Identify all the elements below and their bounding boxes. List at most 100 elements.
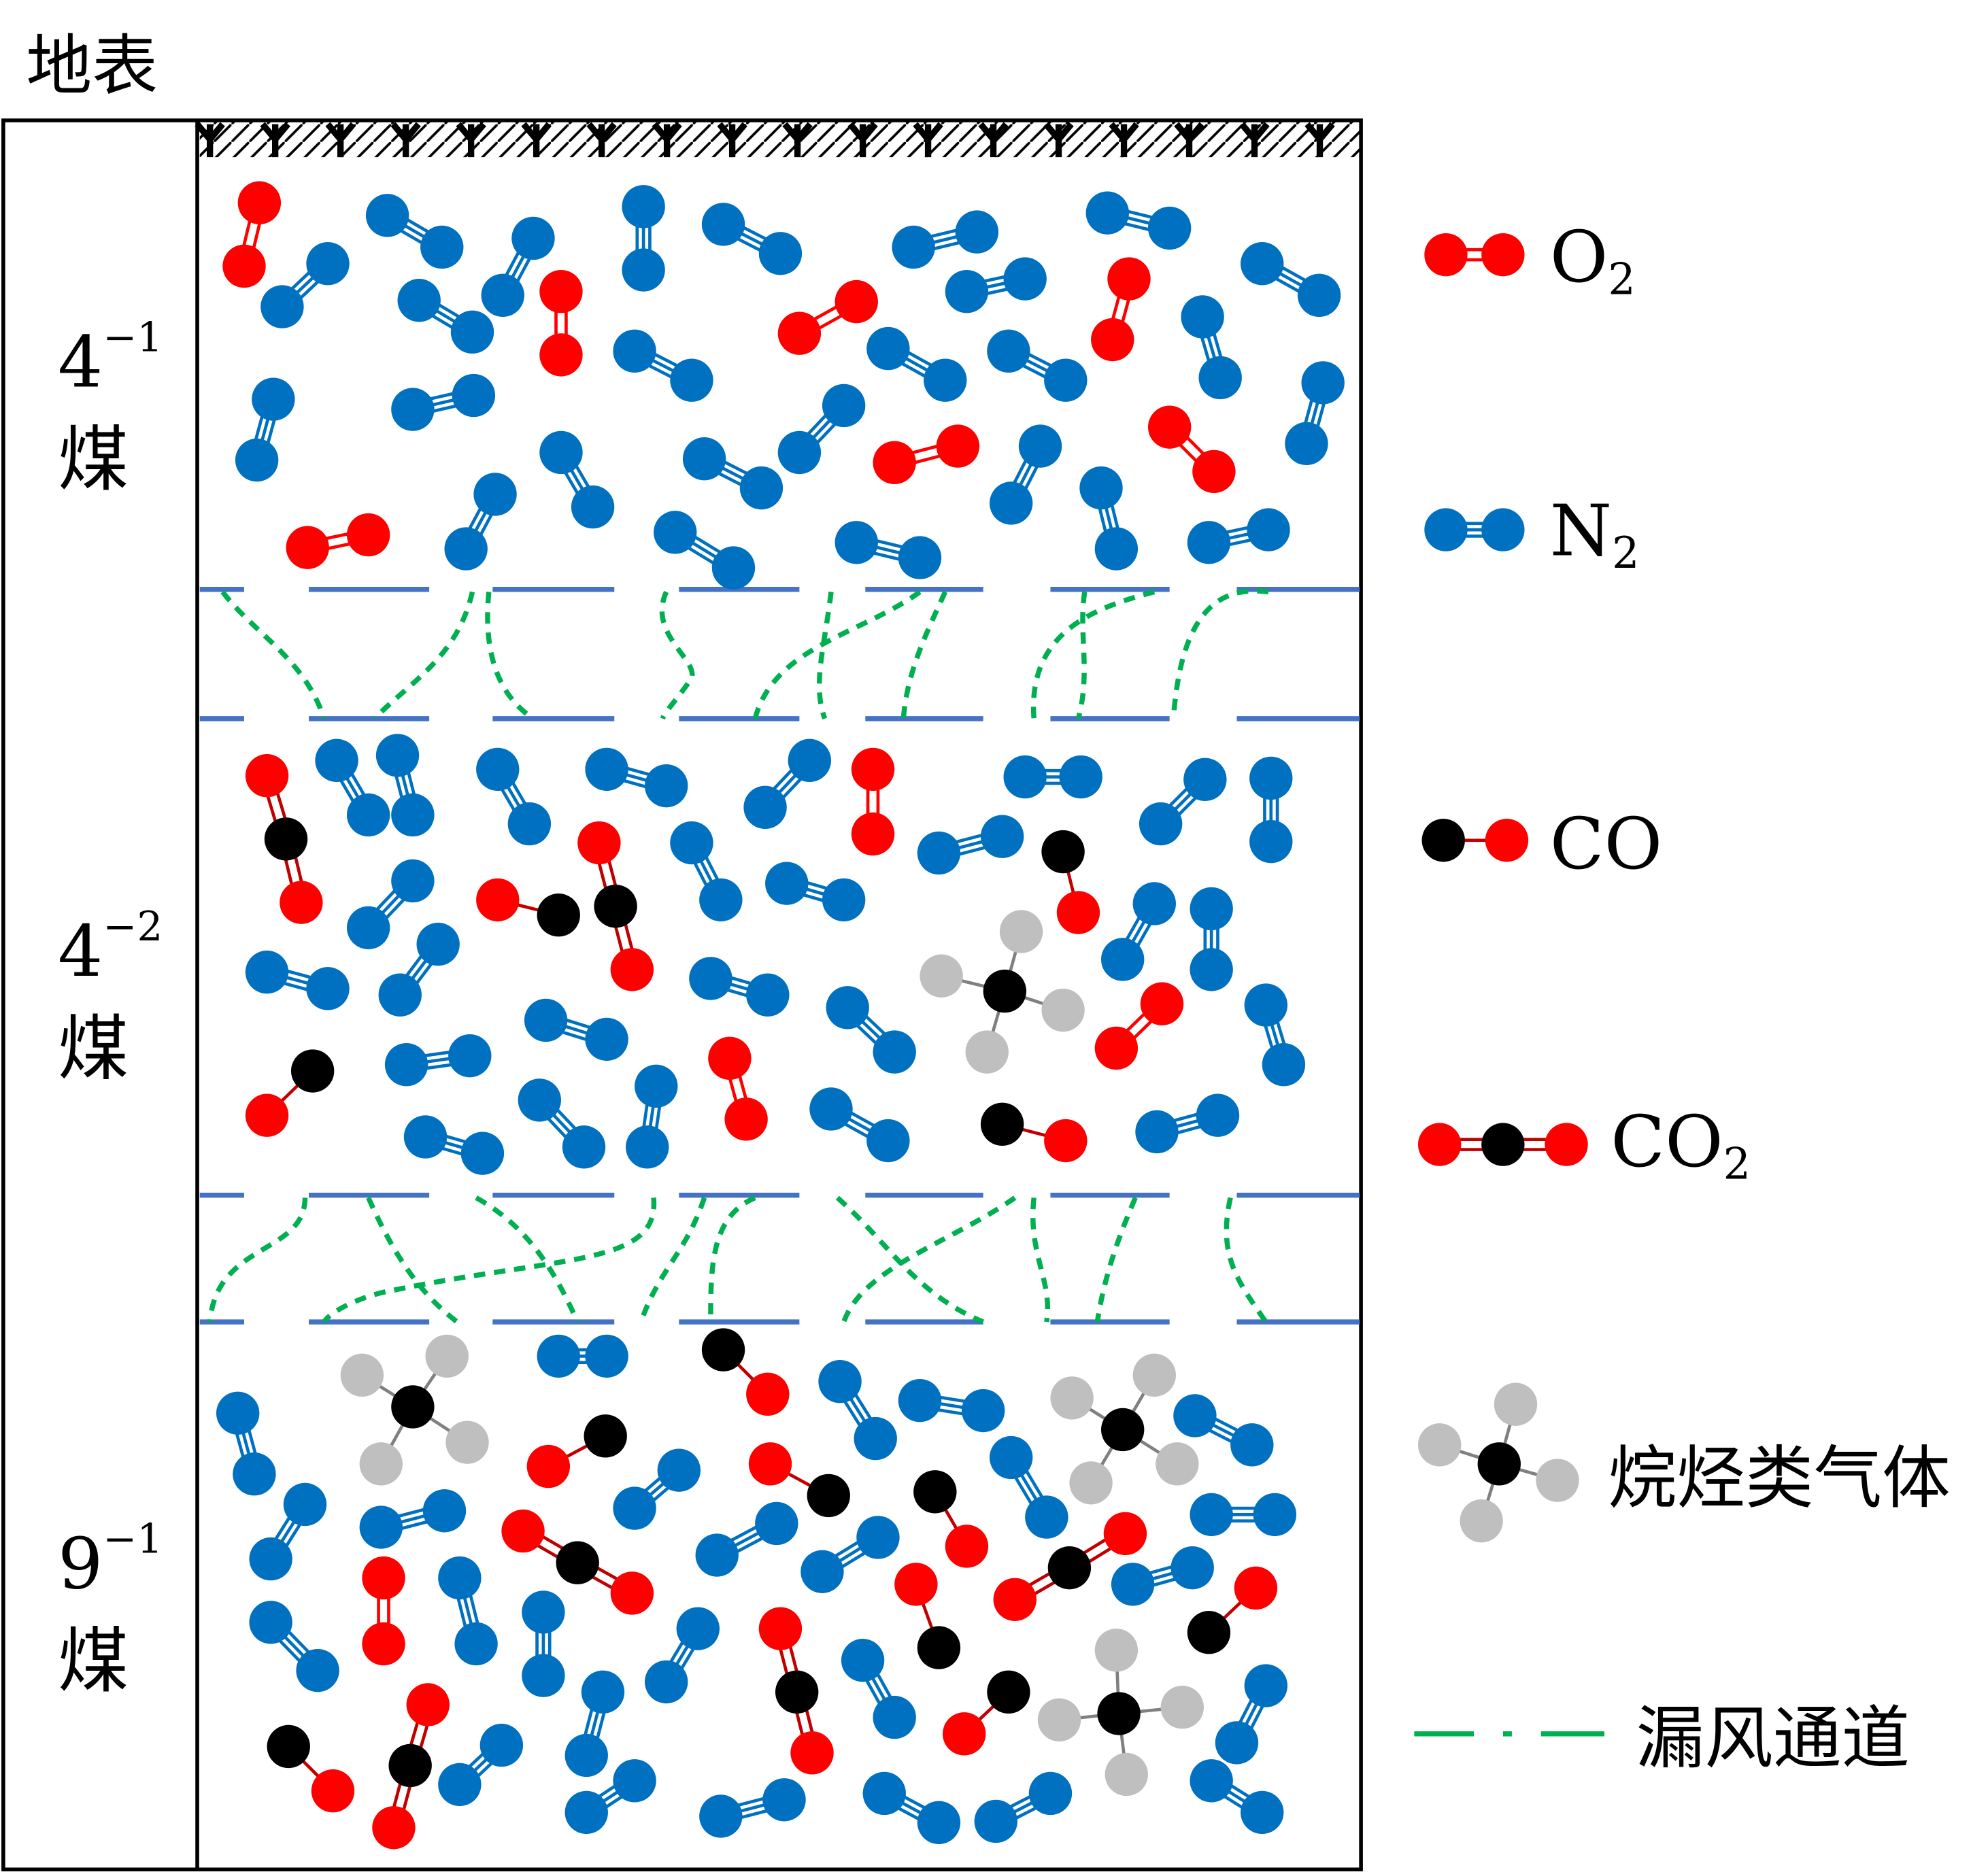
- n2-molecule: [260, 242, 350, 328]
- n2-molecule: [1135, 1093, 1240, 1154]
- n2-molecule: [216, 1391, 276, 1496]
- o2-molecule: [362, 1556, 405, 1666]
- n2-molecule: [235, 377, 295, 482]
- o2-molecule: [1091, 257, 1151, 362]
- svg-text:煤: 煤: [58, 1620, 129, 1703]
- n2-molecule: [444, 473, 517, 571]
- n2-molecule: [809, 1087, 910, 1163]
- svg-text:4−1: 4−1: [58, 314, 163, 403]
- n2-molecule: [476, 747, 552, 846]
- vegetation-tuft-icon: [586, 122, 617, 158]
- n2-molecule: [438, 1723, 524, 1807]
- n2-molecule: [522, 1590, 565, 1697]
- n2-molecule: [375, 734, 435, 837]
- n2-molecule: [613, 1448, 701, 1530]
- n2-molecule: [397, 279, 494, 354]
- o2-molecule: [539, 270, 583, 377]
- n2-molecule: [945, 257, 1047, 313]
- n2-molecule: [1003, 755, 1102, 799]
- n2-molecule: [654, 511, 756, 590]
- n2-molecule: [626, 1064, 678, 1169]
- legend-co2-label: CO2: [1611, 1100, 1751, 1189]
- n2-molecule: [644, 1607, 720, 1704]
- molecules: [216, 181, 1345, 1850]
- legend-n2-label: N2: [1550, 489, 1640, 578]
- vegetation-tuft-icon: [390, 122, 421, 158]
- ground-vegetation: [195, 122, 1335, 158]
- o2-molecule: [708, 1036, 768, 1141]
- n2-molecule: [987, 329, 1088, 402]
- o2-molecule: [1094, 982, 1184, 1070]
- n2-molecule: [862, 1771, 961, 1844]
- co-molecule: [894, 1563, 961, 1669]
- n2-molecule: [438, 1556, 498, 1666]
- n2-molecule: [1285, 361, 1345, 466]
- n2-molecule: [743, 738, 831, 829]
- svg-text:9−1: 9−1: [58, 1516, 163, 1605]
- n2-molecule: [777, 384, 866, 475]
- n2-molecule: [1181, 295, 1242, 400]
- vegetation-tuft-icon: [325, 122, 356, 158]
- n2-molecule: [315, 738, 390, 837]
- n2-molecule: [359, 1489, 467, 1549]
- n2-molecule: [249, 1482, 327, 1581]
- o2-molecule: [1147, 405, 1236, 494]
- legend-co-label: CO: [1550, 802, 1662, 885]
- n2-molecule: [1190, 1759, 1284, 1835]
- co2-molecule: [245, 754, 323, 924]
- n2-molecule: [1244, 983, 1306, 1087]
- n2-molecule: [1187, 508, 1290, 564]
- legend-n2-icon: [1424, 508, 1525, 551]
- n2-molecule: [917, 815, 1024, 875]
- legend-o2-icon: [1424, 233, 1525, 277]
- legend-o2-label: O2: [1550, 216, 1636, 305]
- alkane-molecule: [1037, 1629, 1204, 1797]
- vegetation-tuft-icon: [782, 122, 813, 158]
- n2-molecule: [1139, 758, 1227, 846]
- legend-co2-icon: [1417, 1123, 1588, 1166]
- co-molecule: [943, 1670, 1030, 1756]
- n2-molecule: [539, 430, 615, 529]
- vegetation-tuft-icon: [1304, 122, 1335, 158]
- n2-molecule-icon: [1424, 508, 1525, 551]
- legend-alkane-label: 烷烃类气体: [1608, 1439, 1951, 1518]
- co-molecule-icon: [1421, 819, 1529, 862]
- layer-label-4-2: 4−2 煤: [58, 904, 163, 1091]
- n2-molecule: [1249, 756, 1293, 864]
- n2-molecule: [1111, 1546, 1214, 1606]
- n2-molecule: [565, 1670, 625, 1777]
- n2-molecule: [1190, 1493, 1297, 1537]
- co-molecule: [1041, 830, 1100, 934]
- n2-molecule: [1079, 466, 1139, 571]
- o2-molecule: [286, 513, 390, 569]
- diagram-frame: [1, 118, 1363, 1872]
- n2-molecule: [481, 216, 555, 317]
- n2-molecule: [378, 922, 460, 1017]
- legend-alkane-icon: [1417, 1382, 1579, 1543]
- co-molecule: [245, 1049, 335, 1137]
- n2-molecule: [613, 329, 713, 402]
- co2-molecule: [577, 821, 654, 991]
- n2-molecule: [1085, 191, 1192, 250]
- n2-molecule: [1190, 887, 1233, 991]
- n2-molecule: [699, 1778, 806, 1838]
- n2-molecule: [689, 957, 790, 1017]
- vegetation-tuft-icon: [1109, 122, 1139, 158]
- n2-molecule: [695, 1501, 798, 1577]
- n2-molecule: [403, 1115, 505, 1175]
- vegetation-tuft-icon: [195, 122, 225, 158]
- alkane-molecule: [920, 910, 1085, 1074]
- vegetation-tuft-icon: [1174, 122, 1204, 158]
- co2-molecule: [501, 1509, 654, 1615]
- co-molecule: [980, 1102, 1088, 1163]
- n2-molecule: [1101, 882, 1176, 981]
- fracture-lines: [199, 586, 1360, 1325]
- n2-molecule: [682, 437, 784, 510]
- vegetation-tuft-icon: [521, 122, 552, 158]
- alkane-molecule: [1050, 1353, 1199, 1505]
- svg-text:煤: 煤: [58, 418, 129, 501]
- n2-molecule: [801, 1516, 900, 1593]
- n2-molecule: [346, 859, 435, 950]
- legend-leak-channel-label: 漏风通道: [1636, 1699, 1910, 1778]
